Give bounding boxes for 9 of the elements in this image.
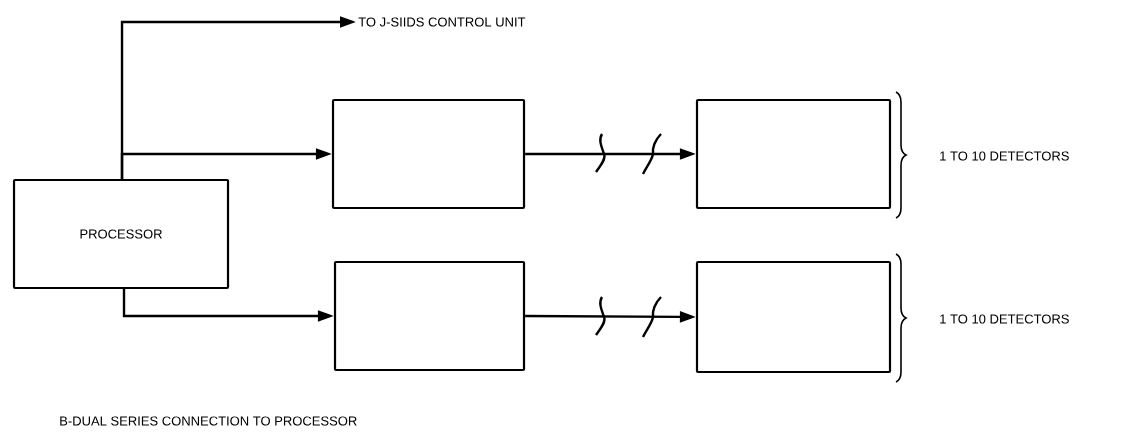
side-label: 1 TO 10 DETECTORS <box>940 151 1069 161</box>
caption: B-DUAL SERIES CONNECTION TO PROCESSOR <box>60 416 357 426</box>
label-text: TO J-SIIDS CONTROL UNIT <box>358 17 526 27</box>
side-label: 1 TO 10 DETECTORS <box>940 314 1069 324</box>
empty-box <box>331 98 526 210</box>
empty-box <box>695 260 892 374</box>
empty-box <box>695 98 892 210</box>
empty-box <box>333 260 526 372</box>
process-box: PROCESSOR <box>12 178 230 290</box>
